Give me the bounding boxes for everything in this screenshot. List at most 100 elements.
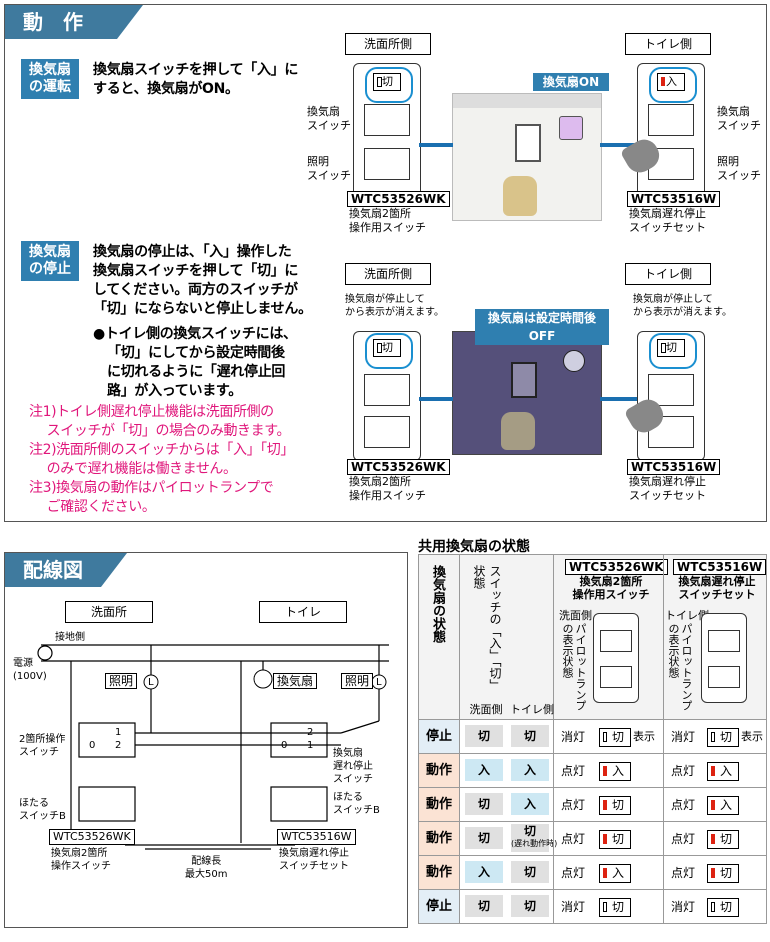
fan-switch-label-right: 換気扇スイッチ (717, 105, 761, 132)
row-a-lamp: 消灯 (561, 900, 586, 914)
state-row: 動作入切点灯点灯入切 (418, 856, 767, 890)
wiring-length: 配線長最大50m (185, 856, 228, 880)
pilot-lamp-icon (603, 902, 607, 912)
pilot-lamp-icon (711, 800, 715, 810)
display-off-note-left: 換気扇が停止してから表示が消えます。 (345, 294, 444, 318)
wiring-model-a: WTC53526WK (49, 829, 135, 845)
model-a-desc-upper: 換気扇2箇所操作用スイッチ (349, 207, 426, 234)
fan-off-banner: 換気扇は設定時間後OFF (475, 309, 609, 345)
row-a-lamp: 消灯 (561, 730, 586, 744)
row-b-ind: 切 (707, 830, 739, 849)
two-way-switch-label: 2箇所操作スイッチ (19, 734, 66, 758)
row-b-lamp: 点灯 (671, 764, 696, 778)
row-toilet: 入 (511, 759, 549, 781)
firefly-switch-label-left: ほたるスイッチB (19, 798, 66, 822)
state-toilet-side-b: トイレ側 (665, 609, 709, 622)
state-model-b-desc: 換気扇遅れ停止スイッチセット (678, 575, 756, 601)
row-a-ind: 切 (599, 796, 631, 815)
state-row: 動作入入点灯点灯入入 (418, 754, 767, 788)
terminal-2-left: 2 (115, 740, 122, 751)
state-title: 共用換気扇の状態 (418, 539, 530, 555)
row-a-lamp: 点灯 (561, 764, 586, 778)
washroom-header: 洗面所側 (345, 33, 431, 55)
row-a-lamp: 点灯 (561, 866, 586, 880)
row-a-display: 表示 (633, 730, 655, 743)
indicator-text: 切 (612, 730, 625, 744)
row-wash: 切 (465, 827, 503, 849)
row-toilet: 切 (511, 725, 549, 747)
pilot-lamp-icon (603, 732, 607, 742)
light-switch-label-right: 照明スイッチ (717, 155, 761, 182)
pilot-lamp-icon (711, 902, 715, 912)
state-model-a-desc: 換気扇2箇所操作用スイッチ (572, 575, 650, 601)
row-b-ind: 入 (707, 796, 739, 815)
row-b-ind: 切 (707, 728, 739, 747)
delay-switch-label: 換気扇遅れ停止スイッチ (333, 748, 373, 785)
state-table-header: 換気扇の状態 スイッチの「入」「切」状態 洗面側 トイレ側 WTC53526WK… (418, 554, 767, 721)
row-b-lamp: 点灯 (671, 798, 696, 812)
model-b-lower: WTC53516W (627, 459, 721, 475)
terminal-1-right: 1 (307, 740, 314, 751)
row-b-ind: 切 (707, 864, 739, 883)
delay-stop-bullet: ●トイレ側の換気スイッチには、 「切」にしてから設定時間後 に切れるように「遅れ… (93, 326, 297, 399)
indicator-text: 入 (612, 764, 625, 778)
pilot-lamp-icon (603, 834, 607, 844)
row-toilet: 切(遅れ動作時) (511, 824, 557, 852)
row-a-ind: 切 (599, 898, 631, 917)
indicator-text: 入 (612, 866, 625, 880)
row-b-ind: 切 (707, 898, 739, 917)
state-switch-b (701, 613, 747, 703)
firefly-switch-label-right: ほたるスイッチB (333, 792, 380, 816)
row-wash: 入 (465, 759, 503, 781)
washroom-header-lower: 洗面所側 (345, 263, 431, 285)
indicator-text: 切 (720, 866, 733, 880)
row-a-ind: 入 (599, 762, 631, 781)
indicator-text: 切 (612, 832, 625, 846)
terminal-1-left: 1 (115, 727, 122, 738)
fan-stop-tag: 換気扇の停止 (21, 241, 79, 281)
room-off-image (452, 331, 602, 455)
model-b-desc-upper: 換気扇遅れ停止スイッチセット (629, 207, 706, 234)
light-label-right: 照明 (341, 673, 374, 689)
terminal-2-right: 2 (307, 727, 314, 738)
indicator-text: 入 (720, 798, 733, 812)
washroom-indicator-upper: 切 (373, 73, 401, 91)
indicator-text: 切 (720, 900, 733, 914)
indicator-text: 切 (612, 900, 625, 914)
row-b-lamp: 消灯 (671, 730, 696, 744)
row-state: 停止 (419, 890, 460, 923)
toilet-header: トイレ側 (625, 33, 711, 55)
row-state: 動作 (419, 788, 460, 821)
toilet-header-lower: トイレ側 (625, 263, 711, 285)
pilot-lamp-icon (711, 732, 715, 742)
row-toilet: 切 (511, 861, 549, 883)
room-on-image (452, 93, 602, 221)
indicator-text: 切 (720, 730, 733, 744)
row-state: 動作 (419, 822, 460, 855)
row-a-ind: 切 (599, 830, 631, 849)
col-switch-header: スイッチの「入」「切」状態 (472, 565, 502, 685)
model-a-upper: WTC53526WK (347, 191, 450, 207)
col-state-header: 換気扇の状態 (430, 565, 445, 643)
state-row: 動作切入点灯点灯切入 (418, 788, 767, 822)
row-wash: 切 (465, 793, 503, 815)
pilot-label-b: パイロットランプの表示状態 (667, 623, 693, 711)
terminal-0-left: 0 (89, 740, 96, 751)
pilot-lamp-icon (603, 766, 607, 776)
fan-on-banner: 換気扇ON (533, 73, 609, 91)
row-toilet: 切 (511, 895, 549, 917)
sub-wash: 洗面側 (469, 703, 503, 716)
wiring-model-b: WTC53516W (277, 829, 356, 845)
row-a-ind: 切 (599, 728, 631, 747)
indicator-text: 切 (612, 798, 625, 812)
lamp-l-right: L (376, 677, 382, 688)
toilet-indicator-upper: 入 (657, 73, 685, 91)
pilot-lamp-icon (711, 868, 715, 878)
indicator-text: 切 (720, 832, 733, 846)
row-toilet: 入 (511, 793, 549, 815)
ground-label: 接地側 (55, 632, 85, 643)
row-b-ind: 入 (707, 762, 739, 781)
state-model-a: WTC53526WK (565, 559, 668, 575)
fan-run-tag: 換気扇の運転 (21, 59, 79, 99)
pilot-lamp-icon (711, 766, 715, 776)
